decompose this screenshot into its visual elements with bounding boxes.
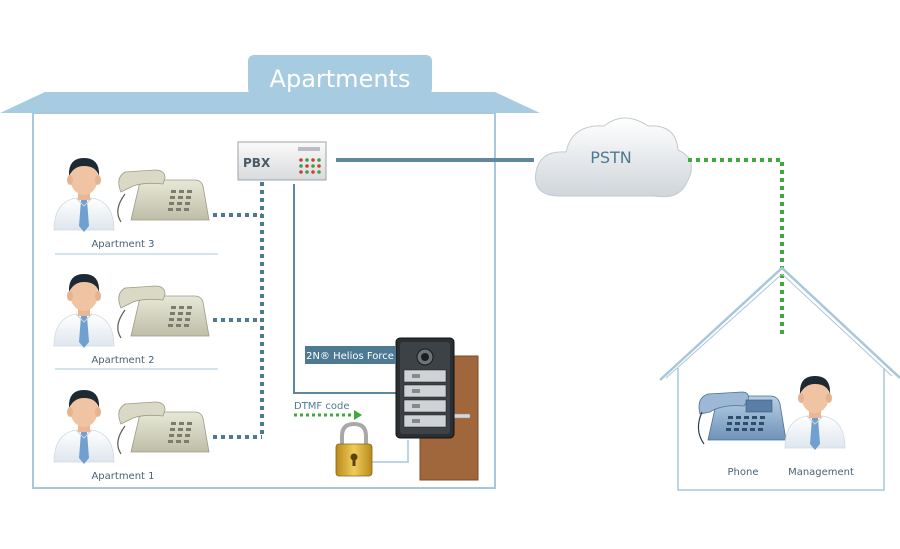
- house-roof-outer: [659, 266, 900, 381]
- apartment-2-label: Apartment 2: [91, 355, 154, 366]
- apartment-row-3: Apartment 3: [53, 157, 218, 255]
- pbx-status-leds: [299, 158, 321, 174]
- apartment-3-label: Apartment 3: [91, 239, 154, 250]
- building-roof: [0, 92, 540, 113]
- pbx-intercom-line: [293, 184, 398, 394]
- phone-label: Phone: [728, 467, 759, 478]
- dtmf-label: DTMF code: [294, 401, 349, 412]
- pbx-label: PBX: [243, 156, 271, 170]
- building-title: Apartments: [270, 65, 411, 93]
- resident-1-icon: [53, 389, 115, 465]
- pstn-label: PSTN: [590, 148, 632, 167]
- management-phone-icon: [697, 391, 787, 445]
- resident-2-icon: [53, 273, 115, 349]
- desk-phone-1-icon: [117, 401, 210, 455]
- intercom-door-assembly: 2N® Helios Force DTMF code: [294, 337, 479, 481]
- building-wall: [32, 112, 496, 489]
- door-handle: [451, 413, 471, 419]
- device-label-tag: [305, 346, 396, 364]
- title-banner: [248, 55, 432, 95]
- pbx-device: PBX: [237, 141, 327, 181]
- apartment-1-label: Apartment 1: [91, 471, 154, 482]
- management-label: Management: [788, 467, 854, 478]
- apartment-row-2: Apartment 2: [53, 273, 218, 370]
- house-roof-inner: [665, 273, 893, 379]
- pbx-dotted-links: [213, 182, 264, 439]
- management-house: Phone Management: [659, 266, 900, 491]
- lock-wire: [372, 440, 409, 463]
- pstn-cloud: PSTN: [535, 117, 692, 198]
- desk-phone-2-icon: [117, 285, 210, 339]
- apartments-building: Apartments: [0, 55, 540, 489]
- house-wall: [677, 368, 885, 491]
- device-label: 2N® Helios Force: [306, 351, 394, 362]
- padlock-icon: [335, 421, 373, 477]
- apartment-row-1: Apartment 1: [53, 389, 210, 482]
- resident-3-icon: [53, 157, 115, 233]
- manager-icon: [784, 375, 846, 451]
- desk-phone-3-icon: [117, 169, 210, 223]
- dtmf-arrowhead-icon: [354, 410, 362, 420]
- helios-force-intercom-icon: [395, 337, 455, 439]
